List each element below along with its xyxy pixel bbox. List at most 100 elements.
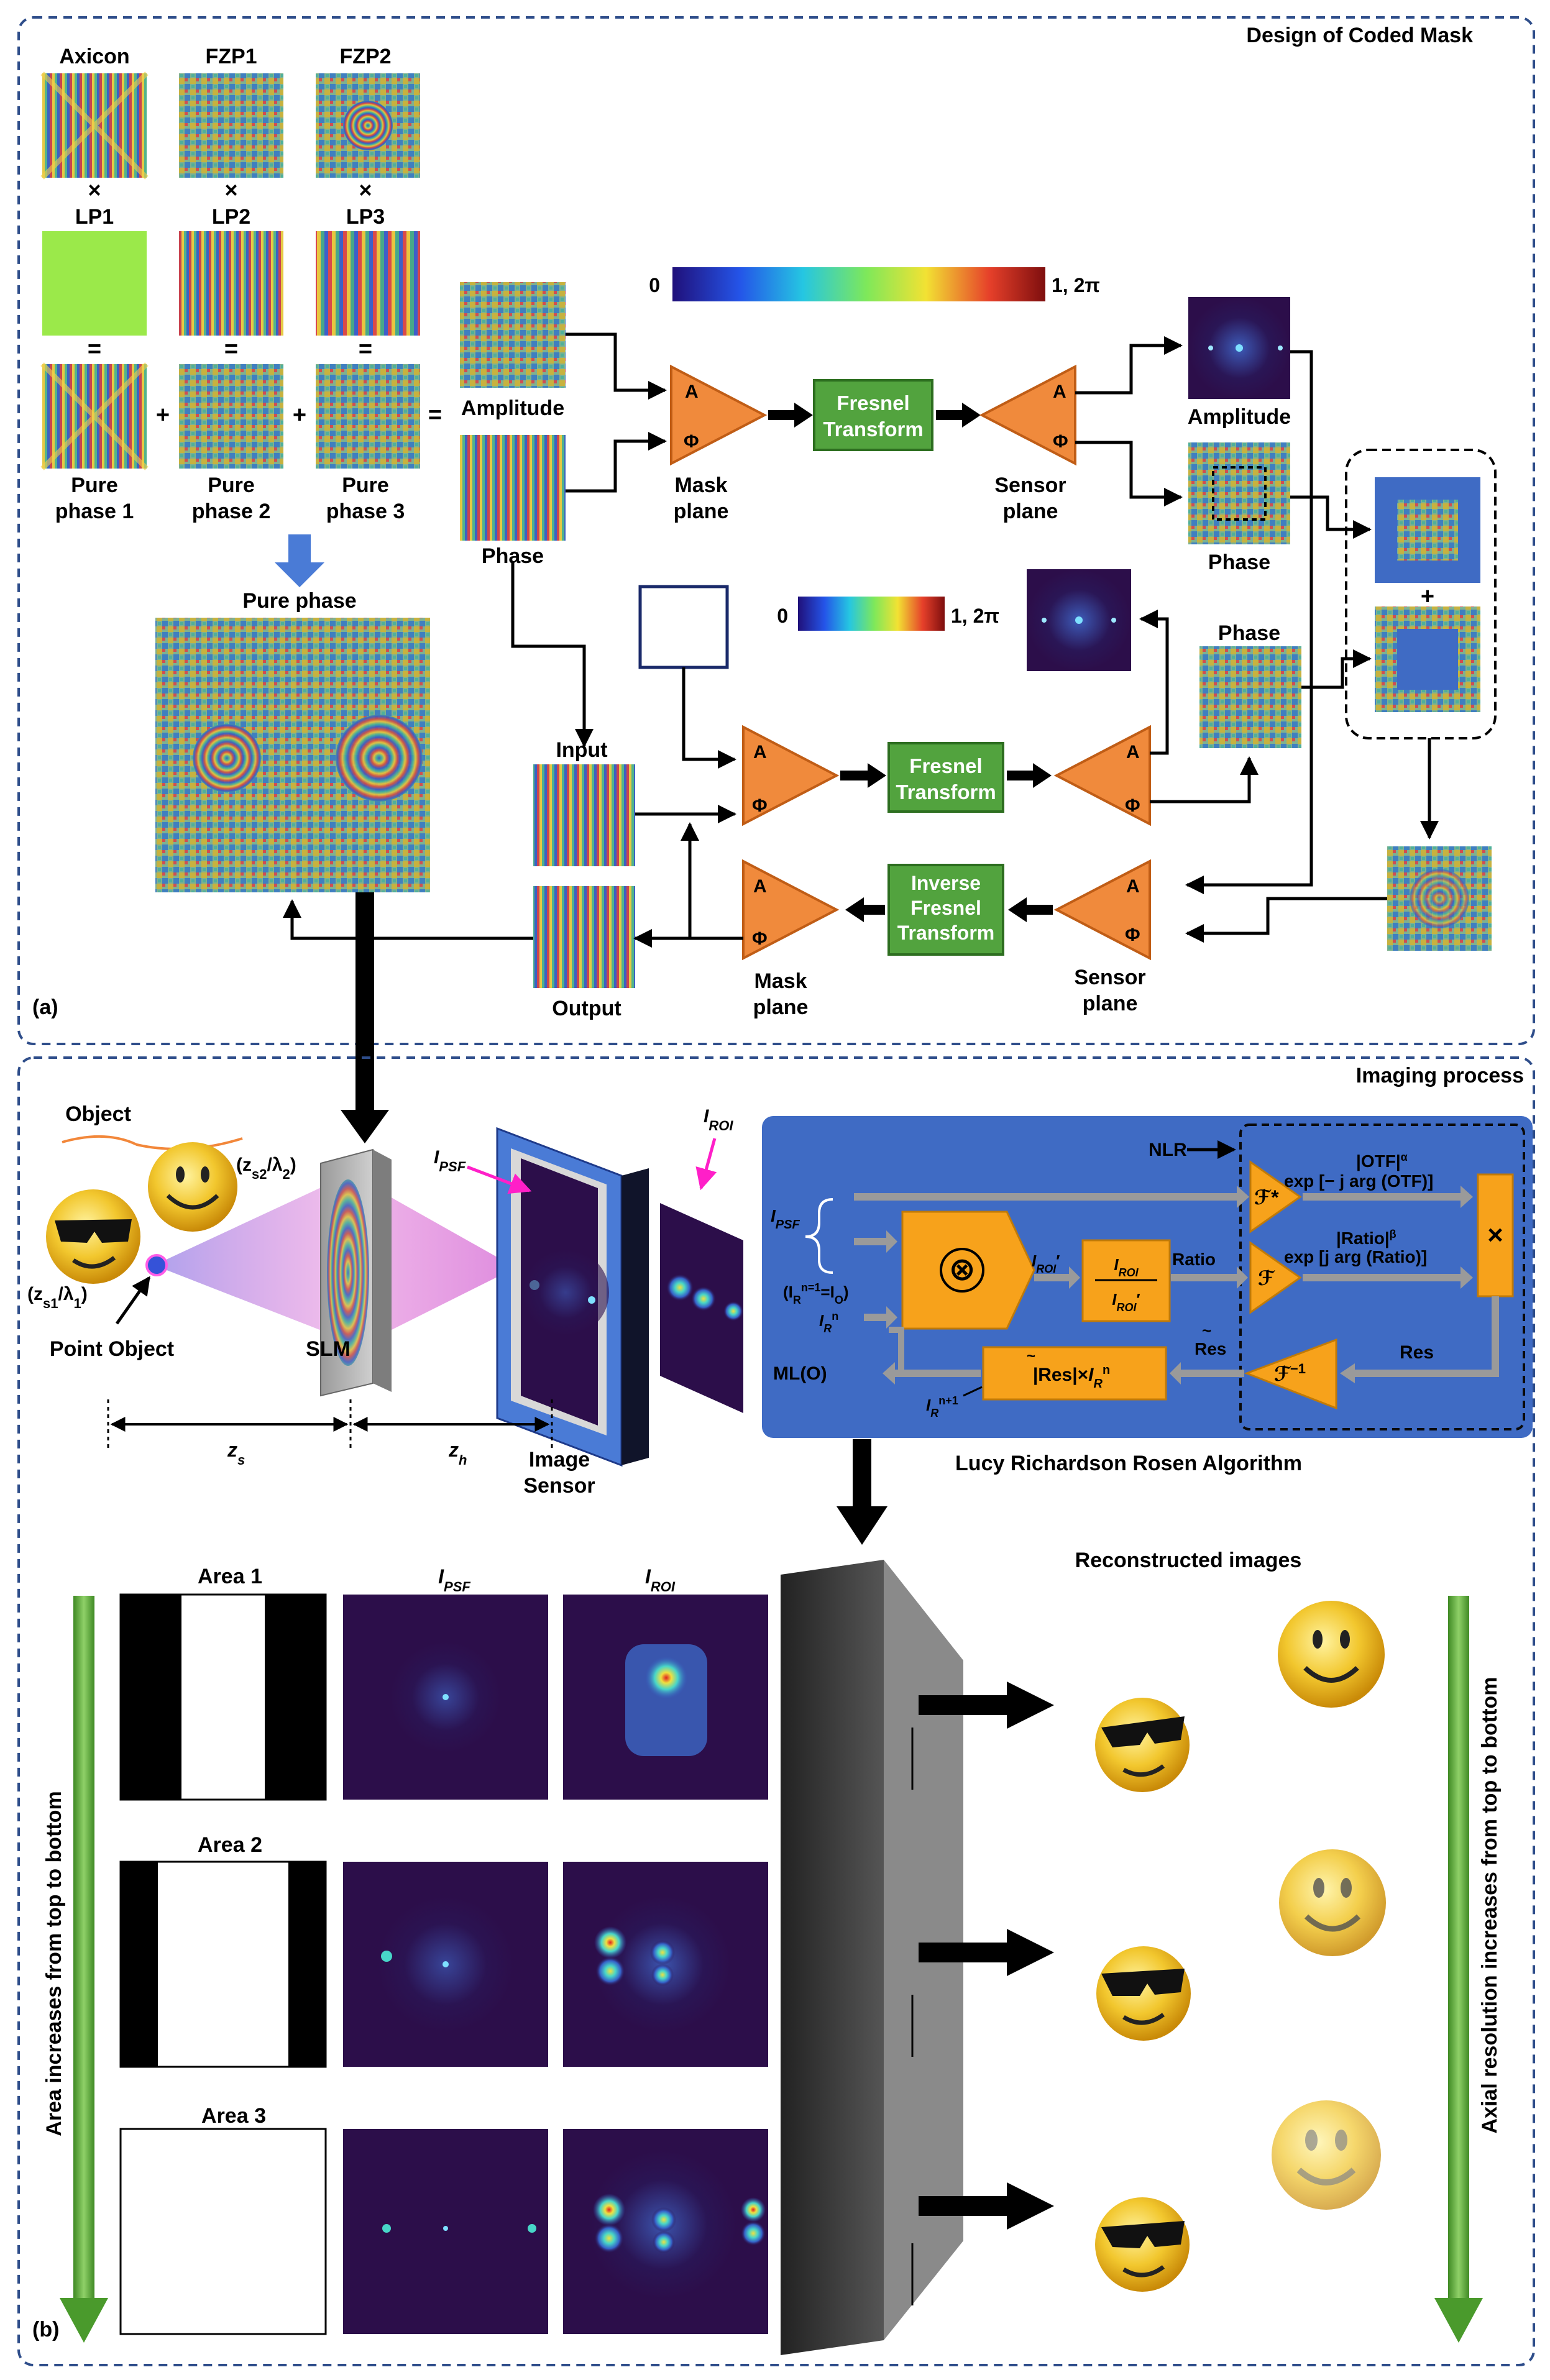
pure-phase-2 [179,364,283,469]
lrra-dashed-region [1239,1124,1525,1430]
svg-text:~: ~ [1202,1321,1211,1340]
smiley-far [148,1142,237,1232]
label-axicon: Axicon [59,45,129,68]
mask-plane-triangle-top [670,364,768,466]
equals-2: = [224,336,238,362]
mask-plane-triangle-bottom [742,859,840,961]
inverse-1: Inverse [911,872,981,894]
ratio-label: Ratio [1172,1250,1216,1269]
fresnel-top-1: Fresnel [837,391,909,414]
amp-sym-6: A [753,876,767,897]
ratio-exp: exp [j arg (Ratio)] [1284,1247,1427,1266]
mask-plane-triangle-mid [742,725,840,826]
ratio-mag: |Ratio|β [1336,1228,1396,1248]
update-text: |Res|×IRn [1033,1363,1110,1391]
ipsf-to-fstar-arrow [854,1186,1249,1208]
fzp1-pattern [179,73,283,178]
plus-1: + [156,402,170,428]
label-lp3: LP3 [346,205,385,229]
fresnel-transform-mid [887,742,1004,813]
amplitude-label-1: Amplitude [461,396,564,420]
otimes-symbol: ⊗ [948,1252,976,1288]
area-2-label: Area 2 [198,1833,262,1857]
phase-output-mid [1199,646,1301,748]
res-tilde-label: Res [1195,1339,1226,1358]
svg-text:~: ~ [1027,1348,1035,1365]
mask-plane-label-1a: Mask [674,474,727,497]
amplitude-input-image [460,282,566,388]
reconstructed-near-1 [1095,1698,1190,1792]
colorbar2-max: 1, 2π [951,605,999,627]
update-block [982,1346,1167,1401]
equals-3: = [359,336,372,362]
panel-b-label: (b) [32,2318,59,2341]
fresnel-top-2: Transform [823,418,923,441]
irn-label: IRn [819,1310,838,1335]
slm-label: SLM [306,1337,351,1361]
area-1-label: Area 1 [198,1565,262,1588]
panel-a-border [17,16,1535,1045]
iroi-label-top: IROI [704,1106,733,1133]
input-label: Input [556,738,607,762]
reconstructed-far-2 [1279,1849,1386,1956]
lp1-pattern [42,231,147,336]
mask-plane-label-1b: plane [674,500,729,523]
otf-exp: exp [− j arg (OTF)] [1284,1171,1433,1191]
mask-plane-label-2b: plane [753,995,809,1019]
phase-label-3: Phase [1218,621,1280,645]
convolution-block [901,1211,1035,1330]
f-symbol: ℱ [1258,1267,1275,1289]
reconstructed-far-1 [1278,1601,1385,1708]
fresnel-mid-1: Fresnel [909,754,982,777]
amp-sym-5: A [1126,876,1140,897]
lp3-pattern [316,231,420,336]
phase-sym-6: Φ [752,928,768,949]
object-label: Object [65,1102,131,1126]
phase-label-2: Phase [1208,551,1270,574]
otf-mag: |OTF|α [1356,1151,1408,1171]
output-image [533,886,635,988]
finv-symbol: ℱ−1 [1274,1361,1306,1386]
area-arrow-text: Area increases from top to bottom [42,1791,66,2136]
colorbar-2 [798,597,945,631]
panel-b-title: Imaging process [1356,1064,1524,1087]
fresnel-transform-top [813,379,933,451]
fresnel-mid-2: Transform [896,780,996,803]
light-cone-1 [154,1181,336,1336]
col-roi: IROI [645,1565,676,1595]
ipsf-label-lrra: IPSF [771,1206,800,1232]
pure-phase-3-label-b: phase 3 [326,500,405,523]
f-block [1249,1241,1302,1314]
nlr-label: NLR [1149,1140,1187,1160]
image-sensor-label-2: Sensor [523,1474,595,1498]
fstar-symbol: ℱ* [1254,1186,1279,1209]
phase-sym-4: Φ [1125,795,1140,816]
label-fzp2: FZP2 [339,45,391,68]
pure-phase-2-label-a: Pure [208,474,255,497]
inverse-fresnel-transform [887,864,1004,956]
area-3-label: Area 3 [201,2104,266,2128]
pure-phase-title: Pure phase [242,589,356,613]
zh-label: zh [448,1439,467,1468]
area-arrow-shaft [73,1596,94,2299]
pure-phase-2-label-b: phase 2 [192,500,271,523]
output-arrow-3 [919,2182,1054,2230]
amp-sym-1: A [685,382,699,402]
sensor-plane-triangle-top [979,364,1076,466]
image-sensor-label-1: Image [529,1448,590,1471]
phase-output-top [1188,442,1290,544]
col-psf: IPSF [438,1565,470,1595]
reconstructed-far-3 [1272,2100,1381,2210]
times-2: × [224,177,237,203]
inverse-3: Transform [897,922,994,944]
output-arrow-1 [919,1682,1054,1729]
init-label: (IRn=1=IO) [783,1281,849,1306]
equals-4: = [428,402,442,428]
label-lp1: LP1 [75,205,114,229]
plus-2: + [293,402,306,428]
amp-sym-2: A [1053,382,1066,402]
times-3: × [359,177,372,203]
sensor-plane-triangle-mid [1053,725,1151,826]
colorbar2-min: 0 [777,605,788,627]
